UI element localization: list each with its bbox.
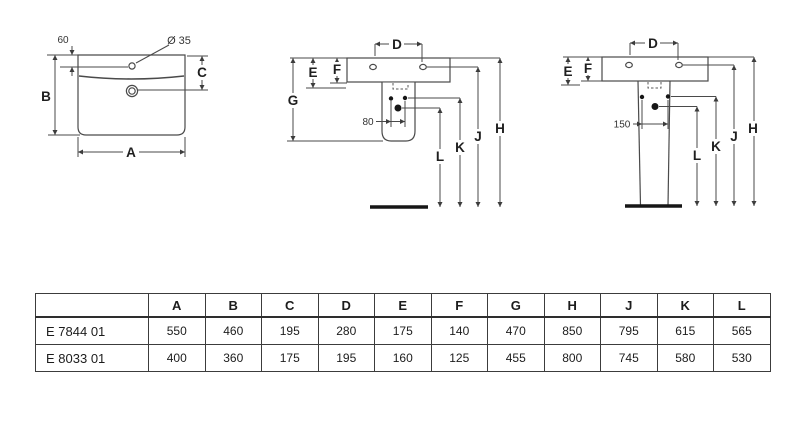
dim-label-j: J [474,129,482,144]
value-cell: 615 [656,316,714,345]
dim-label-l: L [436,149,444,164]
col-header-b: B [204,293,262,318]
dim-label-f: F [584,61,592,76]
col-header-j: J [600,293,658,318]
dim-label-d: D [648,36,658,51]
fixing-hole [625,61,633,69]
siphon-cover [381,82,416,142]
dim-label-a: A [126,145,136,160]
tap-hole [128,62,136,70]
fixing-hole [369,63,377,71]
value-cell: 745 [600,344,658,372]
dim-label-e: E [308,65,317,80]
wall-view-dimensions: D E F G 80 [285,37,507,207]
value-cell: 195 [261,316,319,345]
value-cell: 580 [656,344,714,372]
value-cell: 140 [430,316,488,345]
value-cell: 175 [374,316,432,345]
table-row: E 8033 01 400 360 175 195 160 125 455 80… [35,344,771,372]
dim-label-e: E [563,64,572,79]
fixing-hole [675,61,683,69]
dim-label-60: 60 [57,35,69,46]
value-cell: 280 [317,316,375,345]
value-cell: 850 [543,316,601,345]
col-header-f: F [430,293,488,318]
dimensions-table: A B C D E F G H J K L E 7844 01 550 460 … [35,293,771,372]
table-header-row: A B C D E F G H J K L [35,293,771,318]
col-header-h: H [543,293,601,318]
value-cell: 195 [317,344,375,372]
front-view-dimensions: 60 Ø 35 B C A [39,35,210,160]
value-cell: 795 [600,316,658,345]
corner-cell [35,293,149,318]
front-view-geometry [77,54,186,136]
drain-point [394,104,402,112]
value-cell: 460 [204,316,262,345]
dim-label-d: D [392,37,402,52]
col-header-k: K [656,293,714,318]
value-cell: 125 [430,344,488,372]
value-cell: 400 [148,344,206,372]
col-header-g: G [487,293,545,318]
col-header-d: D [317,293,375,318]
dim-label-g: G [288,93,299,108]
dim-label-h: H [748,121,758,136]
col-header-a: A [148,293,206,318]
dim-label-k: K [455,140,465,155]
value-cell: 550 [148,316,206,345]
dim-label-c: C [197,65,207,80]
col-header-e: E [374,293,432,318]
model-number: E 8033 01 [35,344,149,372]
dim-label-k: K [711,139,721,154]
pedestal-view-dimensions: D E F 150 L [561,36,761,206]
model-number: E 7844 01 [35,316,149,345]
value-cell: 360 [204,344,262,372]
drain-point [651,103,659,110]
dimensions-table-container: A B C D E F G H J K L E 7844 01 550 460 … [35,293,771,372]
overflow-hole [125,84,139,98]
value-cell: 470 [487,316,545,345]
dim-label-b: B [41,89,51,104]
dim-label-h: H [495,121,505,136]
dim-label-diameter-35: Ø 35 [167,35,191,47]
pedestal-left-edge [637,80,642,207]
value-cell: 530 [713,344,771,372]
value-cell: 565 [713,316,771,345]
dim-label-f: F [333,62,341,77]
technical-drawing: 60 Ø 35 B C A [39,35,761,209]
pedestal-right-edge [667,80,671,207]
value-cell: 175 [261,344,319,372]
pedestal-side-view: D E F 150 L [561,36,761,208]
wall-view-geometry [290,57,500,209]
col-header-c: C [261,293,319,318]
dim-label-150: 150 [614,120,631,131]
front-view: 60 Ø 35 B C A [39,35,210,160]
dim-label-l: L [693,148,701,163]
table-row: E 7844 01 550 460 195 280 175 140 470 85… [35,316,771,345]
dim-label-80: 80 [362,117,374,128]
value-cell: 800 [543,344,601,372]
value-cell: 160 [374,344,432,372]
value-cell: 455 [487,344,545,372]
wall-hung-side-view: D E F G 80 [285,37,507,209]
dim-label-j: J [730,129,738,144]
fixing-hole [419,63,427,71]
col-header-l: L [713,293,771,318]
pedestal-view-geometry [563,56,754,208]
